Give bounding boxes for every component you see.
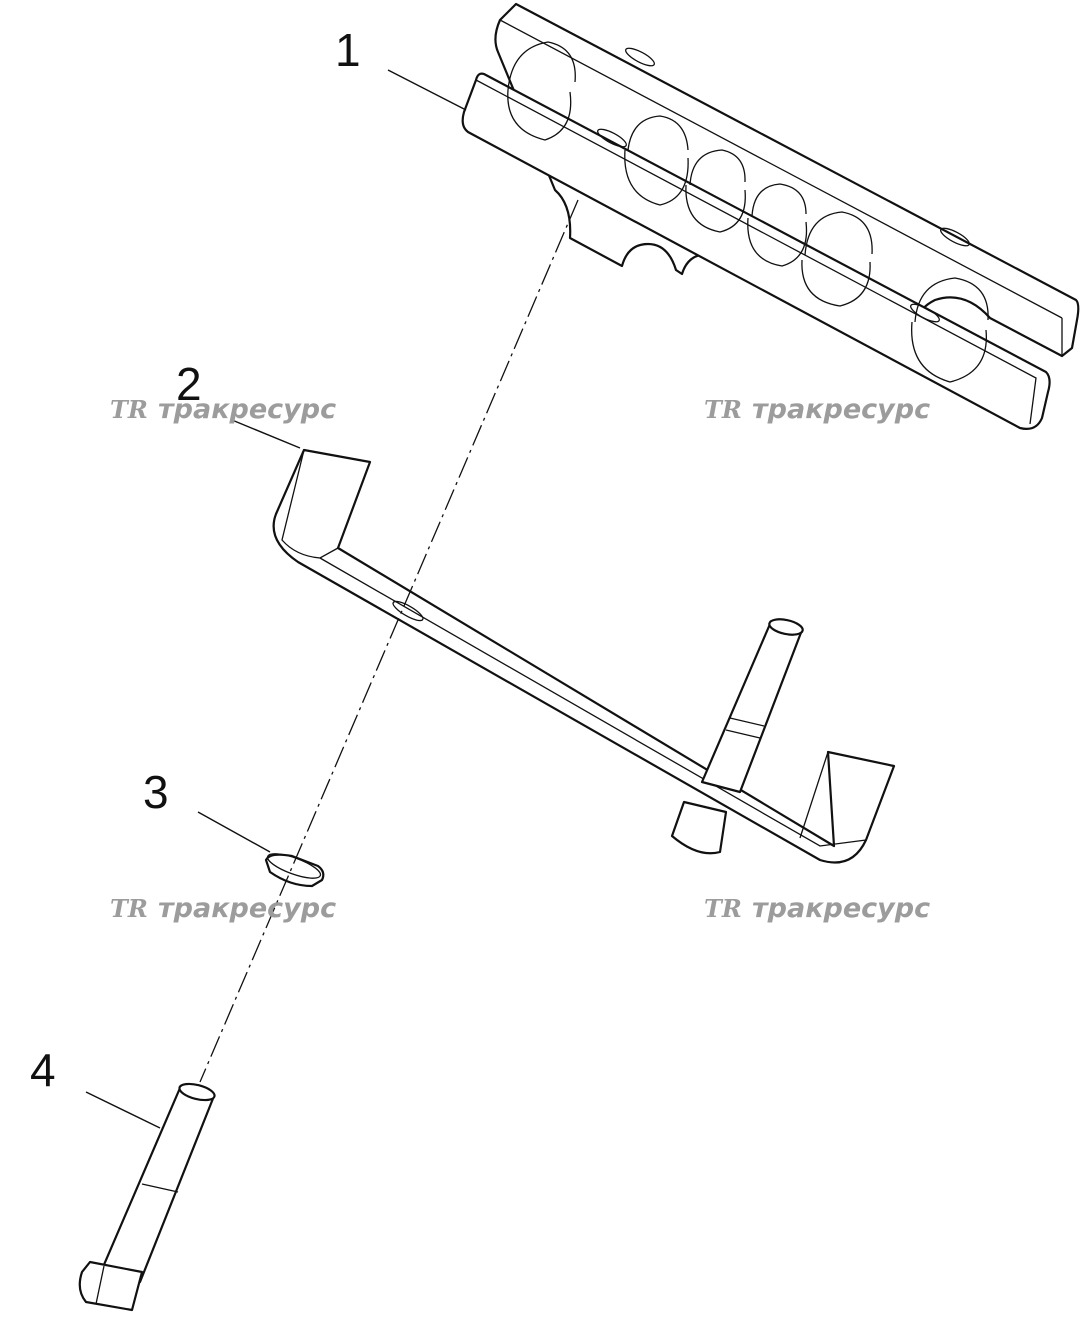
watermark-text: тракресурс: [752, 893, 930, 924]
callout-2: 2: [176, 358, 202, 410]
watermark-bottom-right: TR тракресурс: [704, 893, 930, 924]
watermark-text: тракресурс: [158, 394, 336, 425]
washer-icon: [264, 853, 325, 888]
callout-4: 4: [30, 1044, 56, 1096]
watermark-bottom-left: TR тракресурс: [110, 893, 336, 924]
watermark-text: тракресурс: [158, 893, 336, 924]
watermark-text: тракресурс: [752, 394, 930, 425]
leader-line-4: [85, 1091, 161, 1129]
watermark-logo: TR: [704, 894, 742, 923]
bolt-icon: [78, 1082, 216, 1312]
clamp-block-icon: [461, 2, 1080, 430]
watermark-logo: TR: [110, 894, 148, 923]
watermark-logo: TR: [704, 395, 742, 424]
leader-line-2: [231, 419, 301, 449]
leader-line-1: [387, 69, 467, 111]
bracket-icon: [272, 448, 896, 864]
callout-3: 3: [143, 766, 169, 818]
watermark-top-left: TR тракресурс: [110, 394, 336, 425]
watermark-logo: TR: [110, 395, 148, 424]
callout-1: 1: [335, 24, 361, 76]
assembly-axis: [199, 199, 579, 1083]
watermark-top-right: TR тракресурс: [704, 394, 930, 425]
leader-line-3: [197, 811, 271, 853]
